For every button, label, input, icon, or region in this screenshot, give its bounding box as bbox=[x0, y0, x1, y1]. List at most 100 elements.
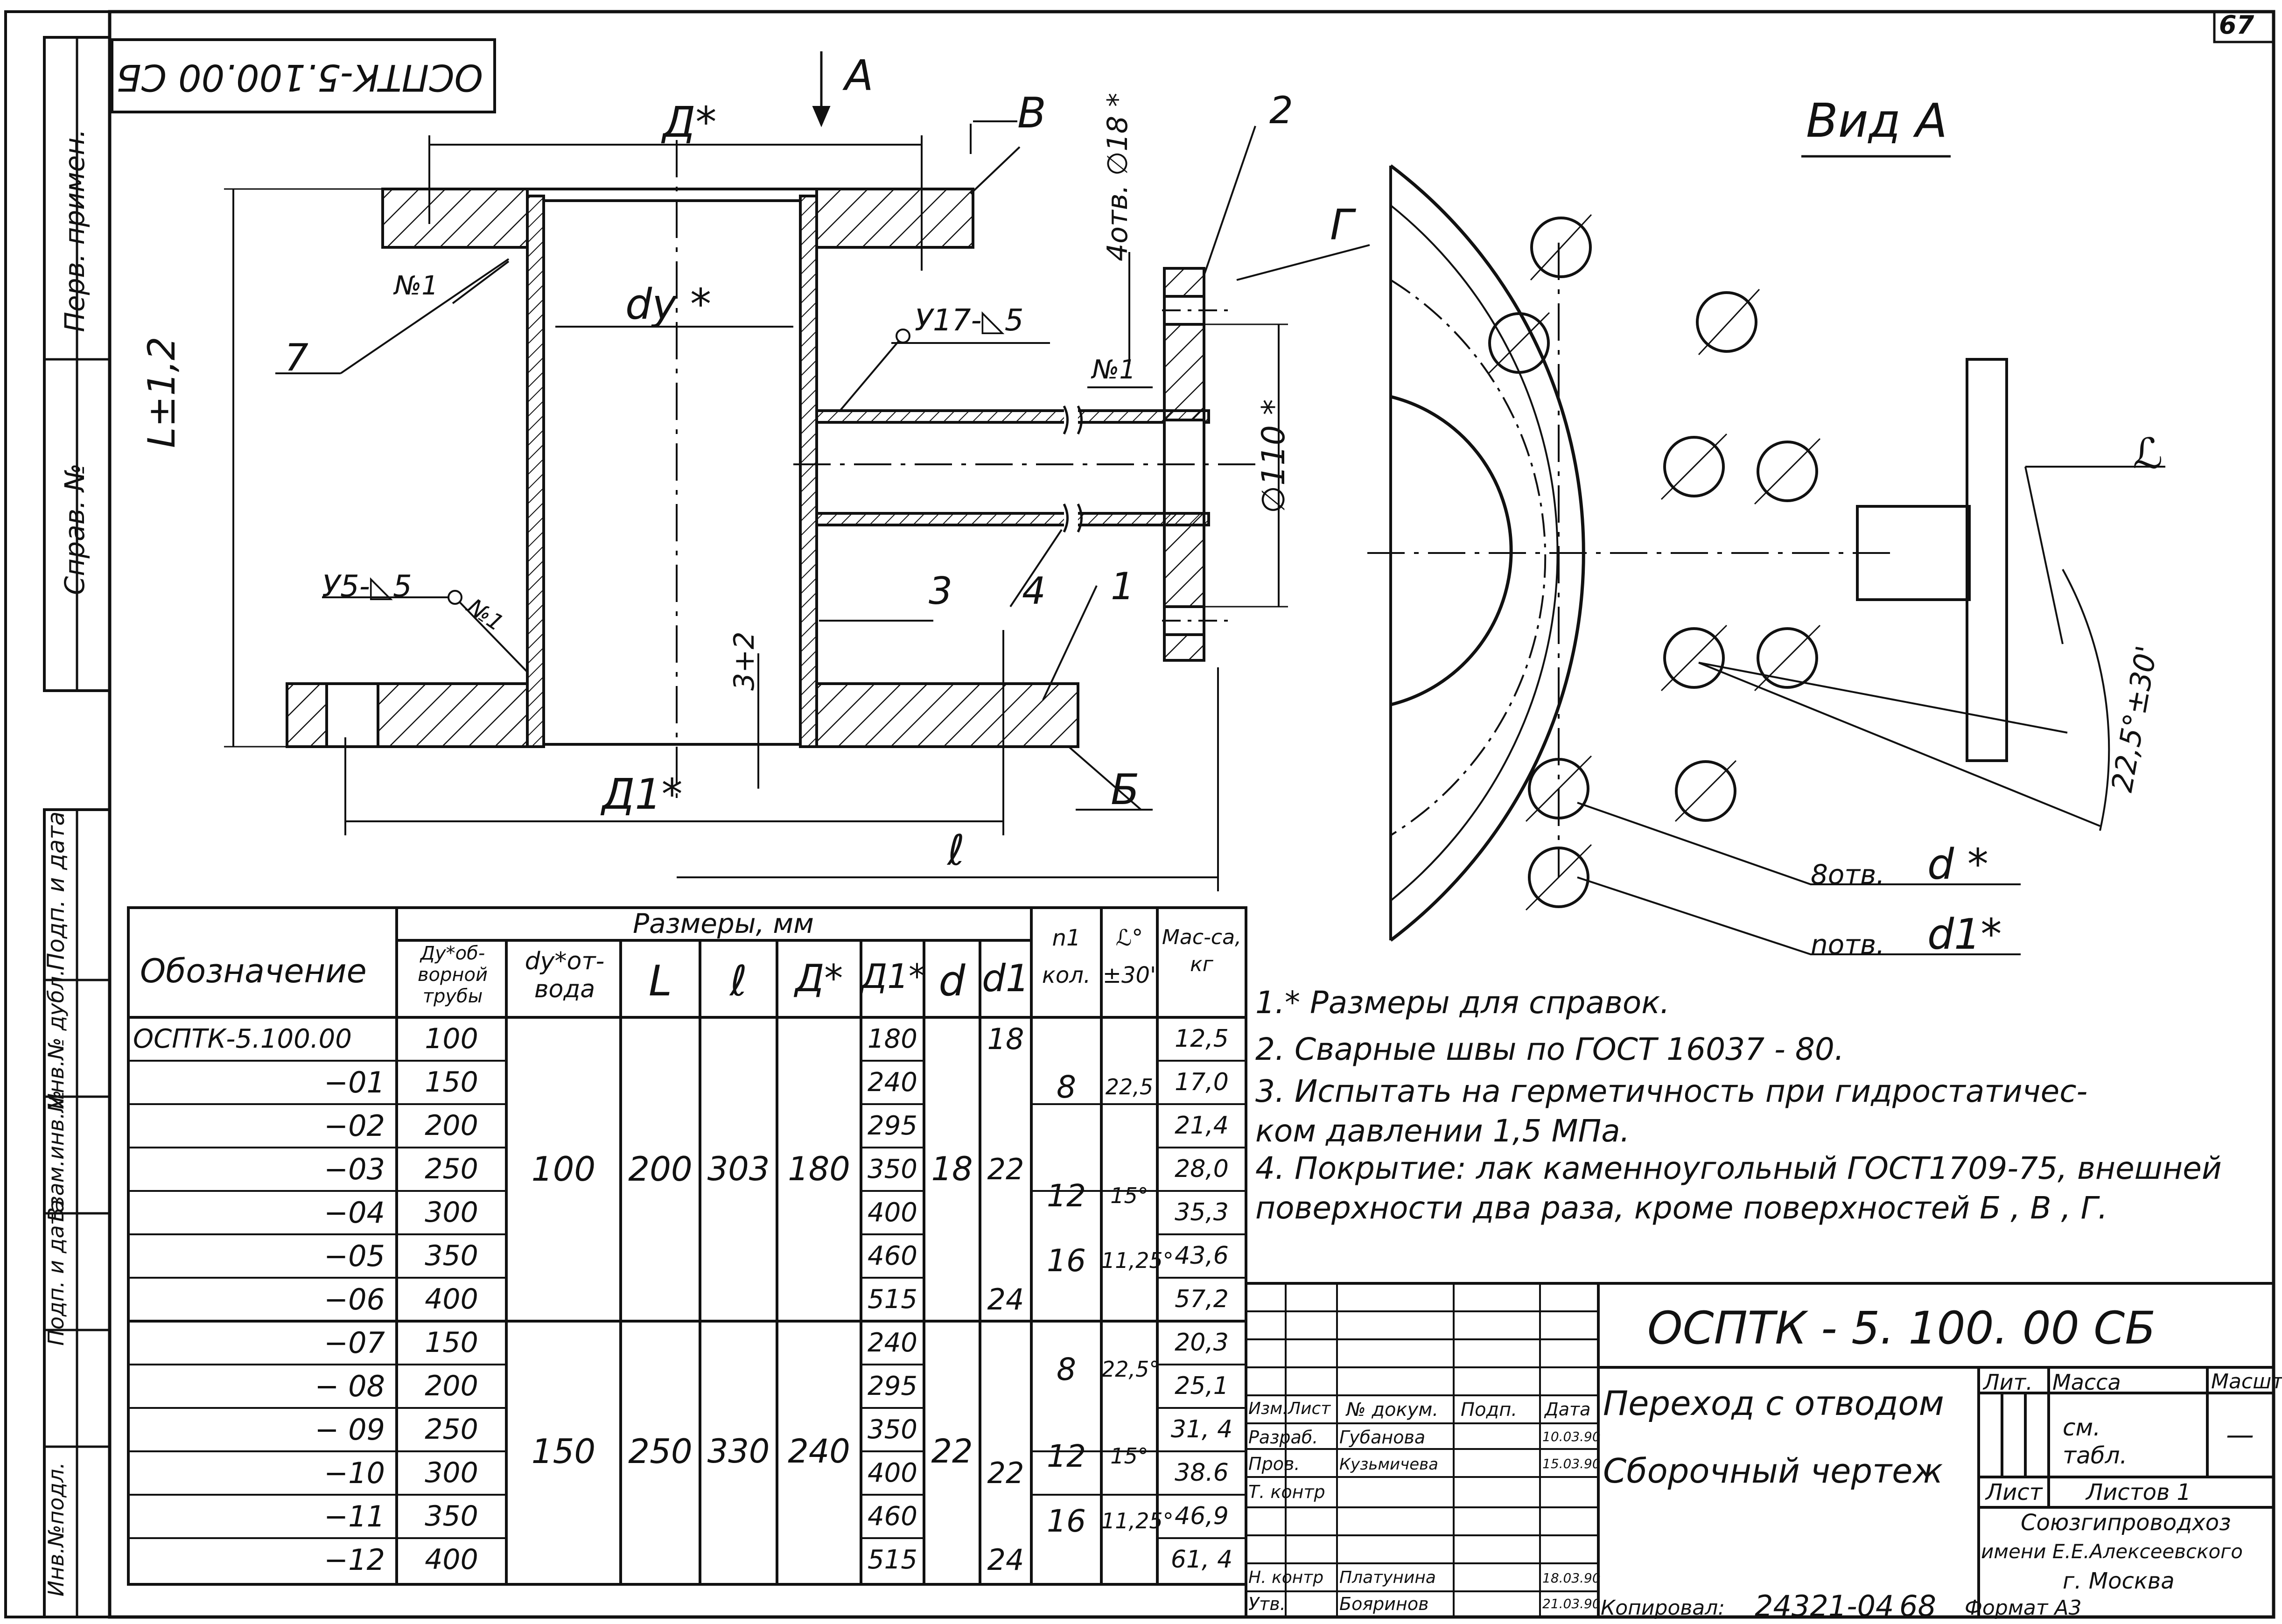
table-col-alpha: ℒ° ±30' bbox=[1102, 925, 1156, 988]
table-n1: 8 bbox=[1057, 1069, 1076, 1105]
table-dy-branch: 150 bbox=[425, 1326, 478, 1359]
table-n1: 16 bbox=[1047, 1503, 1086, 1539]
title-doc-code: ОСПТК - 5. 100. 00 СБ bbox=[1647, 1302, 2156, 1354]
table-dy-branch: 100 bbox=[425, 1022, 478, 1055]
label-podp-data-2: Подп. и дата bbox=[43, 1199, 69, 1346]
table-col-L: L bbox=[648, 957, 672, 1006]
title-block-grid bbox=[1245, 1282, 2275, 1618]
table-D: 240 bbox=[788, 1432, 850, 1470]
table-dy-branch: 350 bbox=[425, 1500, 478, 1533]
tb-lit: Лит. bbox=[1983, 1370, 2033, 1395]
tb-prov-date: 15.03.90 bbox=[1542, 1456, 1601, 1471]
table-dy-branch: 400 bbox=[425, 1283, 478, 1316]
tb-massa-val-2: табл. bbox=[2063, 1442, 2128, 1469]
dim-l: ℓ bbox=[947, 826, 965, 875]
note-4: 4. Покрытие: лак каменноугольный ГОСТ170… bbox=[1255, 1150, 2222, 1186]
table-designation: −04 bbox=[324, 1196, 385, 1230]
table-D1: 295 bbox=[868, 1111, 917, 1141]
table-designation: −03 bbox=[324, 1152, 385, 1186]
tb-hdr-izm: Изм. bbox=[1248, 1399, 1288, 1418]
table-D1: 180 bbox=[868, 1024, 917, 1054]
tb-hdr-docnum: № докум. bbox=[1346, 1399, 1439, 1421]
table-designation: −10 bbox=[324, 1456, 385, 1490]
table-l: 303 bbox=[707, 1150, 770, 1188]
table-dy-branch: 300 bbox=[425, 1456, 478, 1489]
table-n1: 12 bbox=[1047, 1177, 1086, 1214]
table-d: 22 bbox=[931, 1432, 973, 1470]
tb-massa-val-1: см. bbox=[2063, 1414, 2101, 1441]
weld-n1-right: №1 bbox=[1092, 355, 1136, 385]
page-number: 67 bbox=[2219, 10, 2254, 40]
tb-list: Лист bbox=[1986, 1479, 2043, 1505]
table-D1: 400 bbox=[868, 1197, 917, 1228]
table-mass: 38.6 bbox=[1175, 1459, 1229, 1487]
table-designation: −06 bbox=[324, 1282, 385, 1316]
table-col-dy-outlet: dу*от-вода bbox=[525, 947, 605, 1003]
leader-1: 1 bbox=[1111, 565, 1134, 608]
table-dy-branch: 400 bbox=[425, 1543, 478, 1576]
table-alpha: 22,5° bbox=[1101, 1356, 1160, 1382]
leader-B-low: Б bbox=[1111, 765, 1140, 814]
table-mass: 57,2 bbox=[1175, 1285, 1229, 1313]
table-D1: 460 bbox=[868, 1241, 917, 1271]
tb-tkontr-label: Т. контр bbox=[1248, 1482, 1325, 1502]
table-D1: 350 bbox=[868, 1154, 917, 1184]
footer-sheet-no: 68 bbox=[1899, 1589, 1936, 1623]
table-col-D: Д* bbox=[795, 957, 843, 1000]
view-a-alpha: ℒ bbox=[2133, 429, 2163, 478]
weld-n1-top: №1 bbox=[394, 271, 438, 301]
leader-2: 2 bbox=[1269, 89, 1293, 132]
table-dy-outlet: 100 bbox=[531, 1149, 596, 1189]
tb-razrab-name: Губанова bbox=[1339, 1427, 1426, 1448]
table-col-d1: d1 bbox=[982, 957, 1029, 1000]
table-dy-branch: 200 bbox=[425, 1109, 478, 1142]
dim-dy-star: dу * bbox=[625, 280, 711, 329]
table-header-sizes: Размеры, мм bbox=[633, 908, 814, 939]
table-col-mass: Мас-са, кг bbox=[1162, 925, 1242, 976]
table-D1: 515 bbox=[868, 1284, 917, 1315]
table-dy-outlet: 150 bbox=[531, 1431, 596, 1471]
table-alpha: 15° bbox=[1110, 1443, 1148, 1469]
table-n1: 8 bbox=[1057, 1351, 1076, 1387]
table-dy-branch: 250 bbox=[425, 1153, 478, 1185]
table-alpha: 22,5 bbox=[1105, 1074, 1154, 1099]
view-a bbox=[1367, 155, 2165, 955]
table-L: 250 bbox=[628, 1431, 693, 1471]
table-d: 18 bbox=[931, 1150, 973, 1188]
table-col-l: ℓ bbox=[729, 957, 748, 1006]
table-dy-branch: 200 bbox=[425, 1370, 478, 1402]
note-1: 1.* Размеры для справок. bbox=[1255, 985, 1670, 1021]
table-designation: −05 bbox=[324, 1239, 385, 1273]
table-l: 330 bbox=[707, 1432, 770, 1470]
dim-D1-star: Д1* bbox=[602, 770, 683, 819]
table-designation: ОСПТК-5.100.00 bbox=[133, 1024, 352, 1054]
footer-format: Формат А3 bbox=[1965, 1596, 2082, 1620]
label-inv-podl: Инв.№подл. bbox=[43, 1462, 69, 1597]
table-D1: 295 bbox=[868, 1371, 917, 1401]
table-D1: 240 bbox=[868, 1328, 917, 1358]
tb-nkontr-date: 18.03.90 bbox=[1542, 1570, 1601, 1586]
tb-masht: Масшт. bbox=[2211, 1370, 2282, 1393]
table-dy-branch: 300 bbox=[425, 1196, 478, 1229]
drawing-frame bbox=[4, 10, 2275, 1619]
tb-nkontr-label: Н. контр bbox=[1248, 1568, 1324, 1587]
table-alpha: 15° bbox=[1110, 1183, 1148, 1208]
table-mass: 43,6 bbox=[1175, 1242, 1229, 1270]
table-D1: 350 bbox=[868, 1414, 917, 1445]
table-designation: −02 bbox=[324, 1109, 385, 1143]
table-designation: −12 bbox=[324, 1543, 385, 1577]
leader-G: Г bbox=[1330, 201, 1354, 250]
tb-masht-val: — bbox=[2226, 1419, 2254, 1451]
table-mass: 25,1 bbox=[1175, 1372, 1229, 1400]
table-alpha: 11,25° bbox=[1101, 1508, 1174, 1533]
table-col-d: d bbox=[938, 957, 966, 1006]
table-col-dy-branch: Дy*об-ворной трубы bbox=[417, 943, 488, 1007]
table-L: 200 bbox=[628, 1149, 693, 1189]
holes-8-label: 8отв. bbox=[1811, 859, 1885, 890]
note-4-cont: поверхности два раза, кроме поверхностей… bbox=[1255, 1190, 2108, 1226]
table-d1: 22 bbox=[987, 1456, 1024, 1490]
tb-org-1: Союзгипроводхоз bbox=[2021, 1510, 2231, 1536]
table-col-D1: Д1* bbox=[861, 957, 926, 996]
tb-utv-date: 21.03.90 bbox=[1542, 1596, 1601, 1611]
label-sprav-no: Справ. № bbox=[59, 463, 91, 595]
